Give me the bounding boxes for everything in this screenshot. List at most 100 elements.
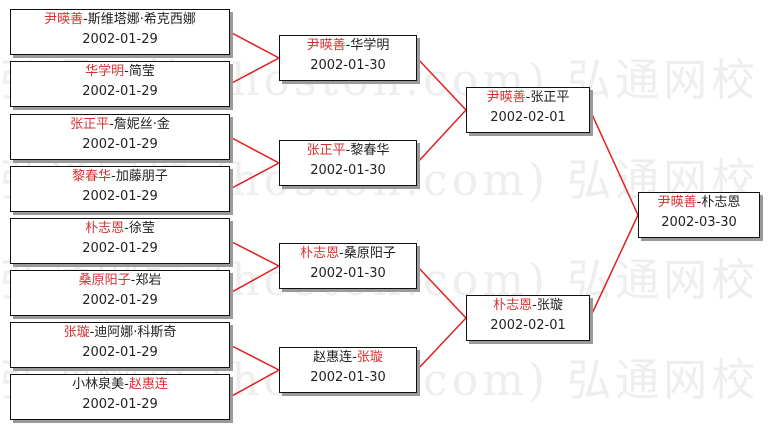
connector-line: [229, 240, 280, 267]
connector-line: [229, 136, 280, 164]
match-date: 2002-01-29: [82, 293, 158, 308]
vs-separator: -: [124, 377, 129, 392]
vs-separator: -: [532, 298, 537, 313]
vs-separator: -: [109, 117, 114, 132]
player-name: 斯维塔娜·希克西娜: [87, 12, 196, 27]
connector-line: [416, 317, 467, 371]
match-date: 2002-01-29: [82, 189, 158, 204]
connector-line: [416, 109, 467, 164]
match-players: 张正平-詹妮丝·金: [11, 115, 229, 135]
match-date: 2002-01-30: [310, 370, 386, 385]
player-name: 小林泉美: [72, 377, 125, 392]
vs-separator: -: [696, 195, 702, 210]
match-date: 2002-01-30: [310, 58, 386, 73]
winner-name: 尹暎善: [44, 12, 84, 27]
winner-name: 桑原阳子: [78, 273, 131, 288]
match-box: 尹暎善-张正平 2002-02-01: [466, 87, 590, 133]
vs-separator: -: [345, 143, 351, 158]
connector-line: [229, 265, 280, 294]
vs-separator: -: [130, 273, 136, 288]
vs-separator: -: [89, 325, 95, 340]
match-box: 张璇-迪阿娜·科斯奇 2002-01-29: [10, 322, 230, 368]
match-box: 张正平-詹妮丝·金 2002-01-29: [10, 114, 230, 160]
vs-separator: -: [345, 38, 351, 53]
winner-name: 赵惠连: [128, 377, 168, 392]
match-box: 桑原阳子-郑岩 2002-01-29: [10, 270, 230, 316]
vs-separator: -: [339, 246, 344, 261]
player-name: 张璇: [536, 298, 563, 313]
player-name: 桑原阳子: [343, 246, 396, 261]
player-name: 加藤朋子: [115, 169, 168, 184]
vs-separator: -: [111, 169, 116, 184]
connector-line: [589, 109, 639, 216]
match-players: 尹暎善-华学明: [280, 36, 416, 56]
match-box: 赵惠连-张璇 2002-01-30: [279, 347, 417, 393]
connector-line: [229, 31, 280, 59]
match-players: 张正平-黎春华: [280, 141, 416, 161]
match-players: 张璇-迪阿娜·科斯奇: [11, 323, 229, 343]
vs-separator: -: [124, 221, 129, 236]
match-date: 2002-01-30: [310, 266, 386, 281]
winner-name: 朴志恩: [300, 246, 340, 261]
match-players: 小林泉美-赵惠连: [11, 375, 229, 395]
winner-name: 华学明: [85, 64, 125, 79]
match-date: 2002-01-29: [82, 84, 158, 99]
connector-line: [416, 265, 467, 319]
player-name: 张正平: [530, 90, 570, 105]
match-players: 尹暎善-斯维塔娜·希克西娜: [11, 10, 229, 30]
match-date: 2002-01-29: [82, 137, 158, 152]
match-players: 桑原阳子-郑岩: [11, 271, 229, 291]
match-date: 2002-01-29: [82, 397, 158, 412]
connector-line: [589, 214, 639, 319]
match-box: 朴志恩-张璇 2002-02-01: [466, 295, 590, 341]
player-name: 赵惠连: [313, 350, 353, 365]
vs-separator: -: [525, 90, 531, 105]
match-date: 2002-02-01: [490, 318, 566, 333]
winner-name: 张正平: [306, 143, 346, 158]
match-box: 朴志恩-徐莹 2002-01-29: [10, 218, 230, 264]
connector-line: [416, 57, 467, 111]
match-players: 赵惠连-张璇: [280, 348, 416, 368]
winner-name: 尹暎善: [486, 90, 526, 105]
match-date: 2002-01-29: [82, 345, 158, 360]
match-box: 朴志恩-桑原阳子 2002-01-30: [279, 243, 417, 289]
player-name: 徐莹: [128, 221, 155, 236]
winner-name: 张璇: [63, 325, 90, 340]
winner-name: 尹暎善: [306, 38, 346, 53]
match-box: 黎春华-加藤朋子 2002-01-29: [10, 166, 230, 212]
match-players: 黎春华-加藤朋子: [11, 167, 229, 187]
match-players: 华学明-简莹: [11, 62, 229, 82]
match-box: 张正平-黎春华 2002-01-30: [279, 140, 417, 186]
player-name: 黎春华: [350, 143, 390, 158]
player-name: 华学明: [350, 38, 390, 53]
vs-separator: -: [124, 64, 129, 79]
player-name: 朴志恩: [701, 195, 741, 210]
player-name: 迪阿娜·科斯奇: [94, 325, 177, 340]
match-date: 2002-01-29: [82, 241, 158, 256]
match-date: 2002-01-30: [310, 163, 386, 178]
match-box: 小林泉美-赵惠连 2002-01-29: [10, 374, 230, 420]
match-players: 朴志恩-张璇: [467, 296, 589, 316]
winner-name: 黎春华: [72, 169, 112, 184]
match-date: 2002-02-01: [490, 110, 566, 125]
connector-line: [229, 369, 280, 398]
match-players: 朴志恩-徐莹: [11, 219, 229, 239]
match-date: 2002-01-29: [82, 32, 158, 47]
player-name: 简莹: [128, 64, 155, 79]
match-box: 华学明-简莹 2002-01-29: [10, 61, 230, 107]
match-players: 朴志恩-桑原阳子: [280, 244, 416, 264]
winner-name: 朴志恩: [85, 221, 125, 236]
vs-separator: -: [352, 350, 357, 365]
match-box: 尹暎善-斯维塔娜·希克西娜 2002-01-29: [10, 9, 230, 55]
player-name: 郑岩: [135, 273, 162, 288]
winner-name: 朴志恩: [493, 298, 533, 313]
connector-line: [229, 162, 280, 190]
winner-name: 尹暎善: [657, 195, 697, 210]
winner-name: 张璇: [356, 350, 383, 365]
match-box: 尹暎善-华学明 2002-01-30: [279, 35, 417, 81]
match-players: 尹暎善-张正平: [467, 88, 589, 108]
vs-separator: -: [83, 12, 88, 27]
